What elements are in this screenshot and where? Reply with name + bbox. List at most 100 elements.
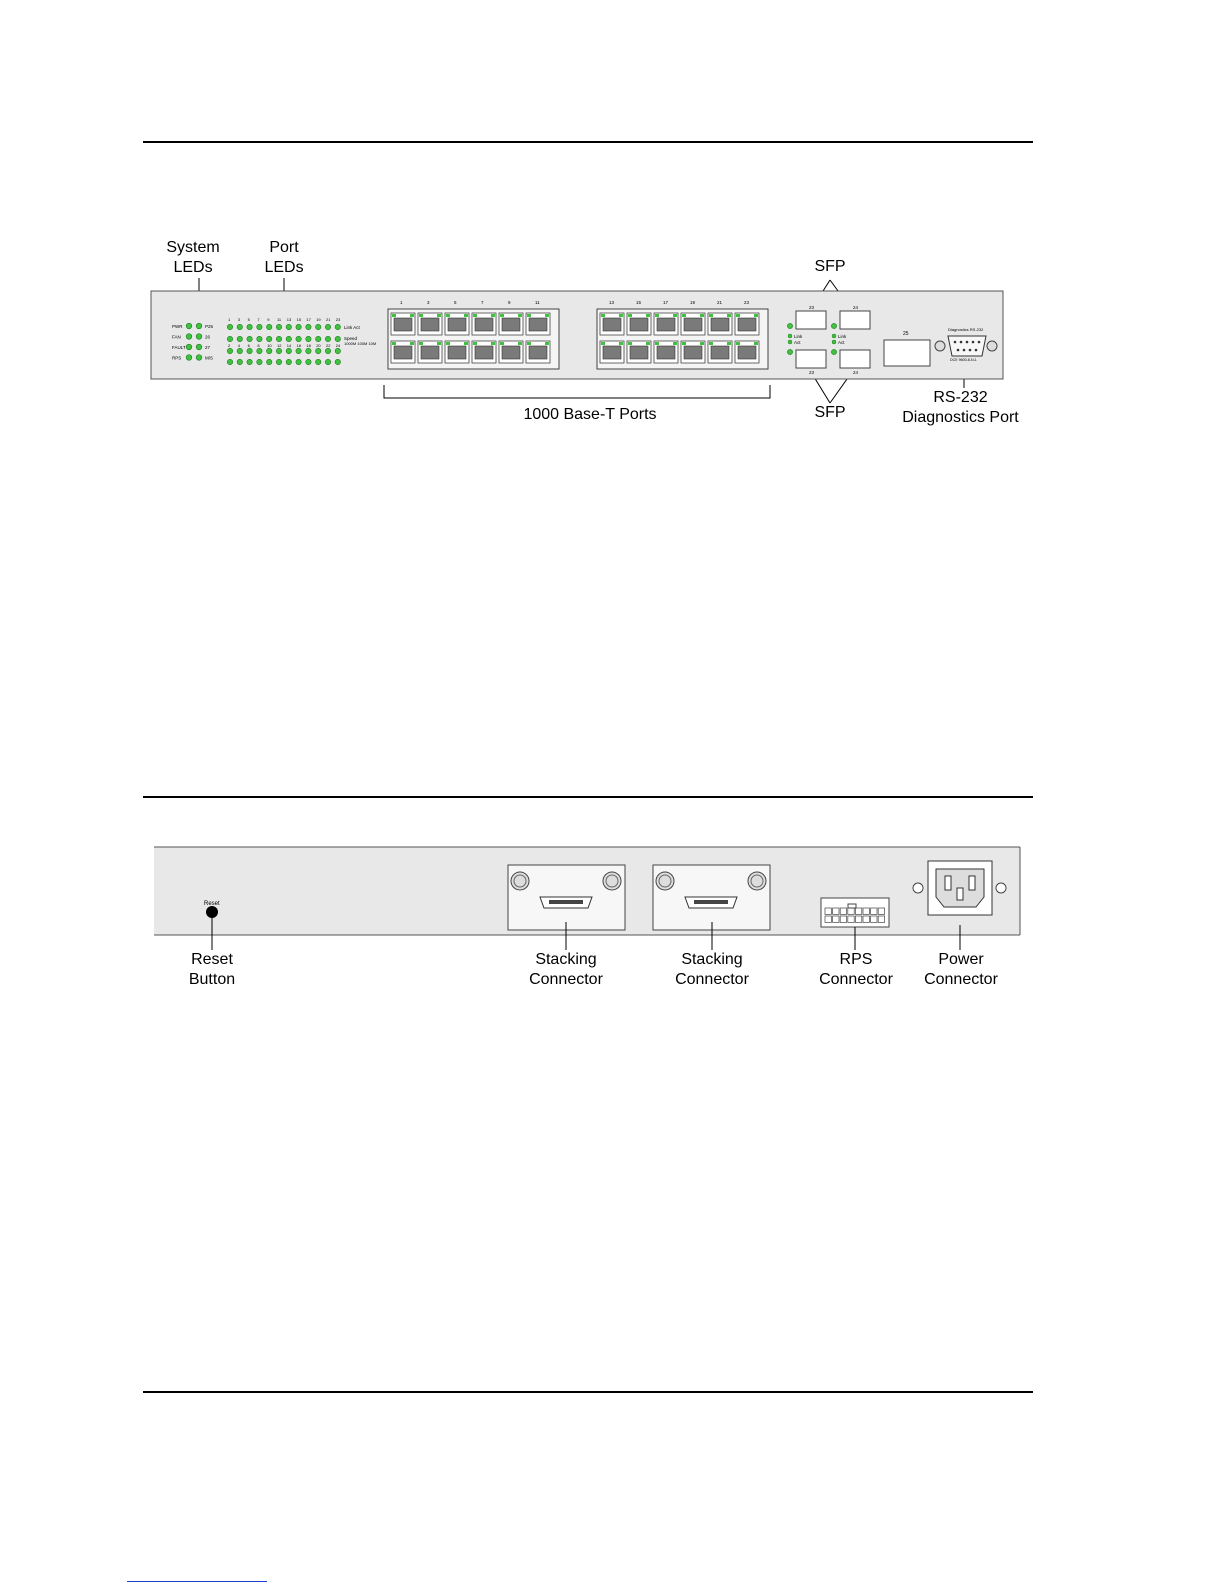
middle-rule	[143, 796, 1033, 798]
port-led-number: 18	[306, 343, 311, 348]
port-led	[256, 335, 263, 342]
system-led	[185, 333, 193, 340]
port-led	[285, 358, 292, 365]
callout-reset-button: Reset Button	[188, 951, 236, 988]
port-led	[275, 358, 282, 365]
sfp-led	[787, 349, 793, 355]
port-led	[236, 335, 243, 342]
rj45-port-number: 11	[535, 300, 540, 305]
system-led	[185, 354, 193, 361]
port-led	[285, 323, 292, 330]
port-led	[305, 335, 312, 342]
port-led	[334, 358, 341, 365]
system-led-label: RPS	[172, 356, 181, 361]
callout-rs232: RS-232 Diagnostics Port	[902, 389, 1019, 426]
port-led	[295, 358, 302, 365]
port-led-number: 11	[277, 317, 282, 322]
rj45-port-number: 23	[744, 300, 750, 305]
system-led-label: PWR	[172, 324, 183, 329]
sfp-port-23[interactable]	[795, 349, 827, 369]
port-led	[266, 323, 273, 330]
port-led	[285, 347, 292, 354]
port-led-number: 2	[228, 343, 231, 348]
callout-stacking-connector-2: Stacking Connector	[675, 951, 749, 988]
port-led	[315, 335, 322, 342]
port-led-number: 3	[238, 317, 241, 322]
port-led	[324, 323, 331, 330]
system-led-label: FAULT	[172, 345, 186, 350]
port-led	[275, 323, 282, 330]
port-led	[334, 323, 341, 330]
port-led	[324, 347, 331, 354]
port-led	[227, 335, 234, 342]
port-led	[295, 335, 302, 342]
port-led-number: 7	[257, 317, 260, 322]
reset-small-label: Reset	[204, 901, 220, 907]
port-led-number: 16	[297, 343, 302, 348]
stack-led-label: P25	[205, 324, 214, 329]
callout-power-connector: Power Connector	[924, 951, 998, 988]
rj45-port-number: 15	[636, 300, 642, 305]
port-led-number: 13	[287, 317, 292, 322]
callout-system-leds: System LEDs	[166, 239, 220, 276]
port-led	[334, 347, 341, 354]
sfp-port-22[interactable]	[839, 310, 871, 330]
port-led-number: 15	[297, 317, 302, 322]
screw-icon	[912, 882, 924, 894]
stack-led	[195, 333, 203, 340]
port-led	[246, 358, 253, 365]
port-led	[266, 347, 273, 354]
system-led	[185, 343, 193, 351]
module-slot[interactable]	[883, 339, 931, 367]
rj45-port-number: 7	[481, 300, 484, 305]
callout-stacking-connector-1: Stacking Connector	[529, 951, 603, 988]
port-led	[236, 347, 243, 354]
port-led-number: 19	[316, 317, 321, 322]
port-led-number: 23	[336, 317, 341, 322]
port-led-number: 20	[316, 343, 321, 348]
stack-led-label: 26	[205, 335, 211, 340]
port-led	[256, 347, 263, 354]
sfp-act-led	[787, 339, 793, 345]
port-led	[227, 347, 234, 354]
bottom-rule	[143, 1391, 1033, 1393]
sfp-number: 23	[809, 305, 815, 310]
system-led	[185, 322, 193, 330]
rj45-port-number: 3	[427, 300, 430, 305]
rj45-port-number: 19	[690, 300, 696, 305]
rs232-port[interactable]	[947, 335, 987, 357]
rj45-port-number: 9	[508, 300, 511, 305]
port-led	[256, 323, 263, 330]
rj45-port-number: 1	[400, 300, 403, 305]
port-led-number: 12	[277, 343, 282, 348]
port-led-number: 5	[248, 317, 251, 322]
port-led-number: 17	[306, 317, 311, 322]
sfp-led	[787, 323, 793, 329]
sfp-number: 24	[853, 370, 859, 375]
system-led-label: FAN	[172, 335, 181, 340]
port-led	[295, 323, 302, 330]
port-led	[246, 347, 253, 354]
rear-panel: Reset	[154, 846, 1021, 950]
sfp-link-led	[831, 333, 837, 339]
port-led	[315, 358, 322, 365]
top-rule	[143, 141, 1033, 143]
screw-icon	[986, 340, 998, 352]
stack-led-label: 27	[205, 345, 211, 350]
sfp-act-led	[831, 339, 837, 345]
port-led	[315, 347, 322, 354]
port-led	[275, 347, 282, 354]
port-led	[256, 358, 263, 365]
port-led	[334, 335, 341, 342]
port-led	[246, 335, 253, 342]
sfp-port-21[interactable]	[795, 310, 827, 330]
sfp-port-24[interactable]	[839, 349, 871, 369]
port-led	[227, 358, 234, 365]
footer-link-underline[interactable]	[127, 1581, 267, 1582]
rj45-port-number: 17	[663, 300, 669, 305]
rj45-port-number: 13	[609, 300, 615, 305]
port-led	[275, 335, 282, 342]
port-led-number: 8	[257, 343, 260, 348]
reset-button[interactable]	[206, 906, 218, 918]
